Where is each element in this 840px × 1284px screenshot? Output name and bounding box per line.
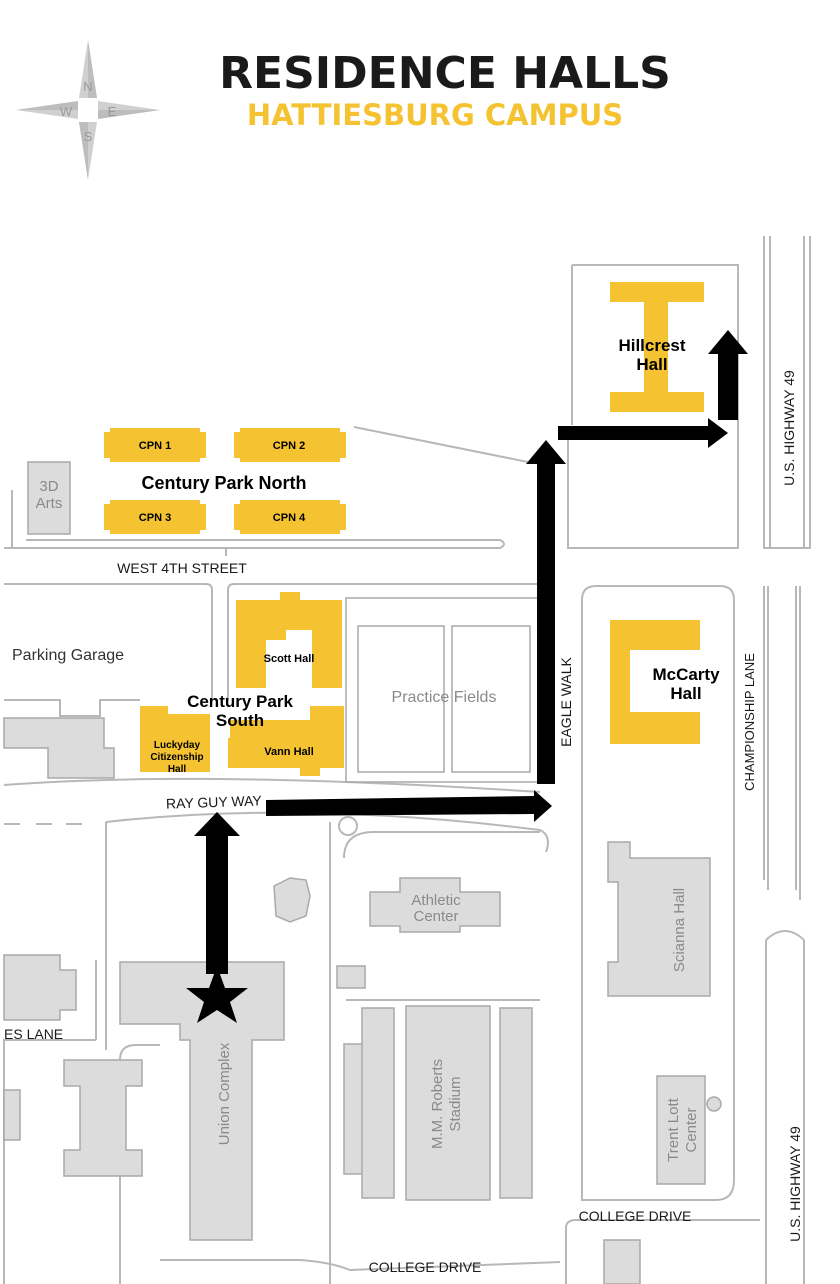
route-segment-5 (718, 350, 738, 420)
union-complex-label: Union Complex (216, 1042, 233, 1145)
h-building (63, 1059, 143, 1177)
eagle-walk-label: EAGLE WALK (558, 656, 574, 746)
trent-lott-label-2: Center (683, 1107, 700, 1152)
stadium-field (405, 1005, 491, 1201)
us-highway-49-bottom-label: U.S. HIGHWAY 49 (787, 1126, 803, 1242)
left-building (3, 717, 115, 779)
scianna-hall-building (607, 841, 711, 997)
scott-hall-building (236, 592, 342, 688)
mccarty-hall-building (610, 620, 700, 744)
ray-guy-way-label: RAY GUY WAY (166, 792, 263, 811)
cpn3-building (104, 500, 206, 534)
residence-halls (104, 282, 704, 776)
header: RESIDENCE HALLS HATTIESBURG CAMPUS (0, 0, 840, 200)
page-subtitle: HATTIESBURG CAMPUS (246, 98, 624, 132)
century-park-south-label-1: Century Park (187, 692, 293, 711)
compass-north-label: N (83, 79, 92, 94)
athletic-center-building (369, 877, 501, 933)
arts-label-1: 3D (39, 478, 58, 495)
athletic-center-label-1: Athletic (411, 892, 461, 909)
luckyday-label-2: Citizenship (150, 752, 203, 763)
west-4th-street-label: WEST 4TH STREET (117, 560, 247, 576)
campus-buildings (3, 461, 722, 1284)
route-arrowhead-3 (526, 440, 566, 464)
page-title: RESIDENCE HALLS (219, 48, 671, 99)
college-drive-right-label: COLLEGE DRIVE (579, 1208, 692, 1224)
route-arrows (186, 330, 748, 1023)
cpn1-label: CPN 1 (139, 440, 171, 452)
practice-fields-label: Practice Fields (392, 689, 497, 706)
small-circle-building (706, 1096, 722, 1112)
residence-labels: CPN 1 CPN 2 CPN 3 CPN 4 Century Park Nor… (139, 336, 720, 775)
cpn3-label: CPN 3 (139, 512, 171, 524)
building-labels: 3D Arts Parking Garage Practice Fields A… (12, 478, 700, 1162)
mccarty-label-1: McCarty (652, 665, 720, 684)
century-park-north-label: Century Park North (141, 473, 306, 493)
championship-lane-label: CHAMPIONSHIP LANE (742, 653, 757, 791)
hillcrest-label-2: Hall (636, 355, 667, 374)
hillcrest-label-1: Hillcrest (618, 336, 685, 355)
athletic-center-label-2: Center (413, 908, 458, 925)
parking-garage-label: Parking Garage (12, 647, 124, 664)
route-arrowhead-5 (708, 330, 748, 354)
road-outlines (3, 236, 811, 1284)
compass-icon: N S W E (16, 40, 160, 180)
stadium-label-2: Stadium (447, 1076, 464, 1131)
luckyday-hall-building (140, 706, 210, 772)
college-drive-bottom-label: COLLEGE DRIVE (369, 1259, 482, 1275)
trent-lott-label-1: Trent Lott (665, 1097, 682, 1161)
hillcrest-hall-building (610, 282, 704, 412)
street-labels: WEST 4TH STREET RAY GUY WAY EAGLE WALK C… (4, 370, 803, 1275)
stadium-label-1: M.M. Roberts (429, 1059, 446, 1149)
vann-hall-building (228, 706, 344, 776)
arts-label-2: Arts (36, 495, 63, 512)
compass-east-label: E (108, 104, 117, 119)
luckyday-label-3: Hall (168, 764, 187, 775)
compass-south-label: S (84, 129, 93, 144)
vann-hall-label: Vann Hall (264, 746, 314, 758)
union-complex-building (119, 961, 285, 1241)
route-arrowhead-1 (194, 812, 240, 836)
route-segment-3 (537, 462, 555, 784)
trent-lott-building (656, 1075, 706, 1185)
bottom-right-building (603, 1239, 641, 1284)
arts-building (27, 461, 71, 535)
small-round-building (273, 877, 311, 923)
luckyday-label-1: Luckyday (154, 740, 201, 751)
cpn4-building (234, 500, 346, 534)
cpn4-label: CPN 4 (273, 512, 306, 524)
cpn2-building (234, 428, 346, 462)
compass-west-label: W (60, 104, 73, 119)
route-segment-4 (558, 426, 710, 440)
route-arrowhead-4 (708, 418, 728, 448)
es-lane-label: ES LANE (4, 1026, 63, 1042)
us-highway-49-top-label: U.S. HIGHWAY 49 (781, 370, 797, 486)
century-park-south-label-2: South (216, 711, 264, 730)
stadium-east-bleachers (499, 1007, 533, 1199)
cpn2-label: CPN 2 (273, 440, 305, 452)
stadium-west-bleachers (361, 1007, 395, 1199)
route-segment-1 (206, 834, 228, 974)
left-small-building (3, 1089, 21, 1141)
small-square-building (336, 965, 366, 989)
mccarty-label-2: Hall (670, 684, 701, 703)
scianna-hall-label: Scianna Hall (671, 888, 688, 972)
cpn1-building (104, 428, 206, 462)
practice-fields (345, 597, 539, 783)
stadium-west-stand (343, 1043, 365, 1175)
star-icon (186, 966, 248, 1023)
left-lower-building (3, 954, 77, 1021)
scott-hall-label: Scott Hall (264, 653, 315, 665)
route-segment-2 (266, 790, 552, 822)
